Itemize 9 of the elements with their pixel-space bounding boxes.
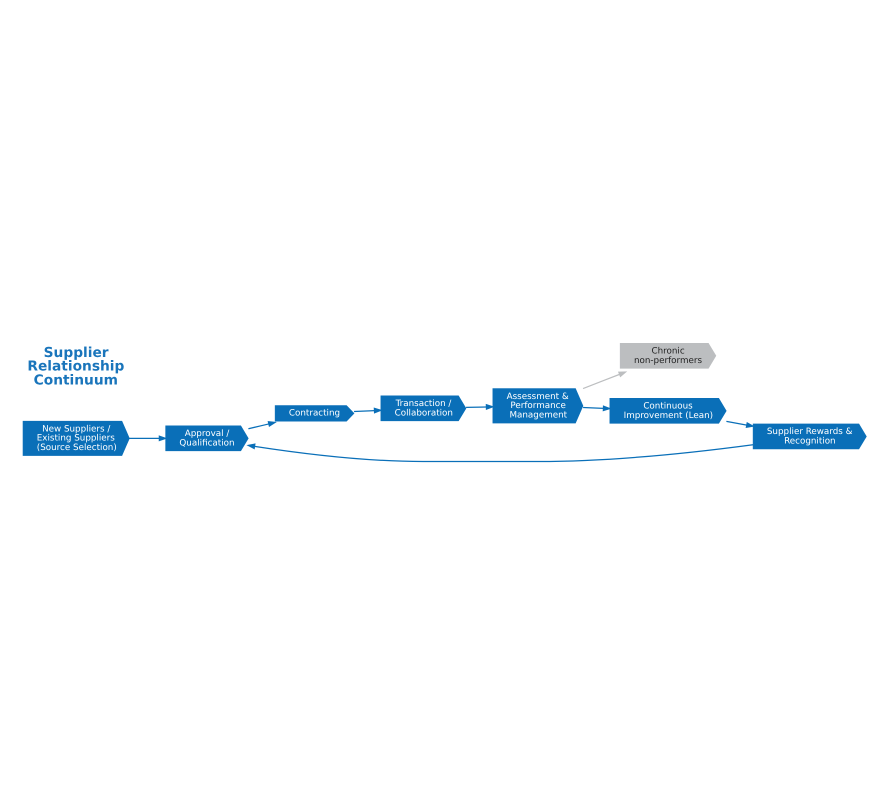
- arrow: [248, 420, 277, 429]
- node-text: Supplier Relationship Continuum: [27, 344, 124, 388]
- arrow: [583, 404, 612, 411]
- arrow: [582, 370, 628, 389]
- arrow: [726, 420, 755, 428]
- arrow: [130, 434, 168, 441]
- arrow: [246, 442, 754, 462]
- arrow: [466, 403, 495, 410]
- arrow: [354, 407, 383, 414]
